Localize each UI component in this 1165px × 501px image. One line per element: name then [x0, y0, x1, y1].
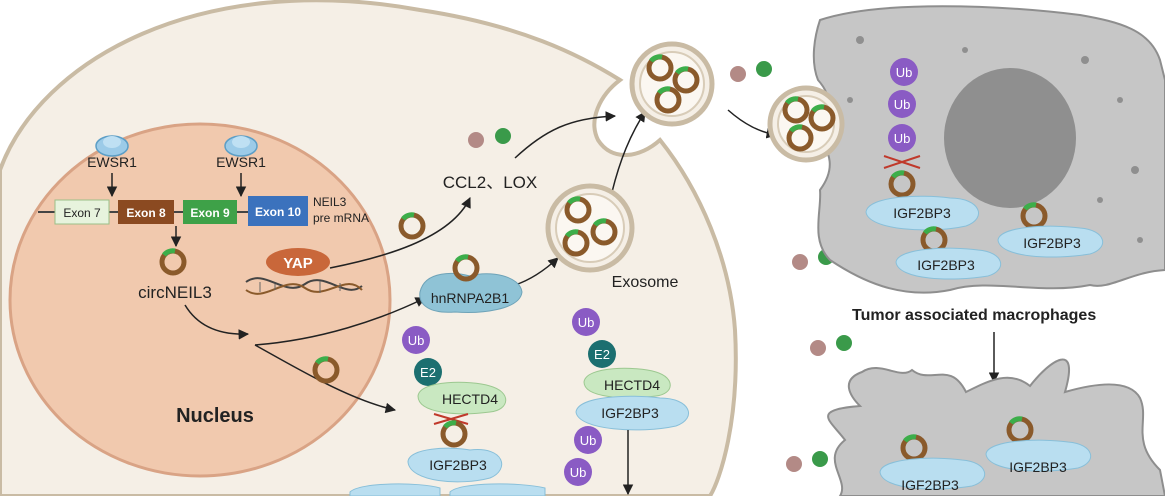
igf2bp3-label: IGF2BP3 [601, 405, 659, 421]
ub-label: Ub [580, 433, 597, 448]
circneil3-label: circNEIL3 [138, 283, 212, 302]
hectd4-label: HECTD4 [604, 377, 660, 393]
e2-label: E2 [594, 347, 610, 362]
igf2bp3-protein [407, 447, 503, 483]
exon8-box [118, 200, 174, 224]
igf2bp3-protein [865, 195, 979, 231]
ub-label: Ub [896, 65, 913, 80]
macrophage-nucleus [944, 68, 1076, 208]
ub-bead [402, 326, 430, 354]
exosome-label: Exosome [612, 274, 679, 291]
igf2bp3-protein-partial [349, 483, 441, 497]
exon10-box [248, 196, 308, 226]
nucleus-label: Nucleus [176, 405, 254, 427]
ub-label: Ub [894, 131, 911, 146]
ub-label: Ub [894, 97, 911, 112]
igf2bp3-protein [997, 225, 1104, 258]
igf2bp3-protein-partial [449, 483, 546, 497]
inhibition-x [883, 155, 921, 169]
cytokine-dot [495, 128, 511, 144]
igf2bp3-label: IGF2BP3 [1023, 235, 1081, 251]
igf2bp3-label: IGF2BP3 [1009, 459, 1067, 475]
arrow-circ-out [184, 304, 250, 340]
igf2bp3-label: IGF2BP3 [917, 257, 975, 273]
ewsr1-label-left: EWSR1 [87, 154, 137, 170]
activated-macrophage-cell [827, 358, 1165, 497]
ewsr1-label-right: EWSR1 [216, 154, 266, 170]
arrow-yap-to-ccl2 [329, 197, 471, 269]
tam-label: Tumor associated macrophages [852, 307, 1096, 324]
yap-protein [266, 248, 330, 276]
exon8-label: Exon 8 [126, 206, 166, 220]
cytokine-dot [468, 132, 484, 148]
neil3-label-line1: NEIL3 [313, 195, 347, 209]
arrow-to-hnrnpa2b1 [254, 297, 426, 346]
cytokine-dot [792, 254, 808, 270]
ewsr1-right: EWSR1 [216, 135, 266, 198]
arrow-hnrnp-to-exosome [514, 257, 559, 286]
hectd4-label: HECTD4 [442, 391, 498, 407]
cytokine-dot [730, 66, 746, 82]
inhibition-x [433, 413, 469, 425]
cytokine-dot [836, 335, 852, 351]
e2-bead [414, 358, 442, 386]
ub-label: Ub [570, 465, 587, 480]
hectd4-protein [417, 381, 507, 415]
hectd4-protein [583, 367, 671, 399]
macrophage-granules [847, 36, 1143, 243]
igf2bp3-label: IGF2BP3 [893, 205, 951, 221]
exon10-label: Exon 10 [255, 205, 301, 219]
ewsr1-left: EWSR1 [87, 135, 137, 198]
ewsr1-protein-icon [232, 136, 250, 148]
ub-bead [890, 58, 918, 86]
igf2bp3-label: IGF2BP3 [429, 457, 487, 473]
cytokine-dot [812, 451, 828, 467]
arrow-exosome-to-membrane [611, 111, 646, 193]
ub-bead [574, 426, 602, 454]
igf2bp3-protein [895, 247, 1002, 280]
ccl2-lox-label: CCL2、LOX [443, 173, 537, 192]
e2-label: E2 [420, 365, 436, 380]
ub-label: Ub [578, 315, 595, 330]
ewsr1-protein-icon [103, 136, 121, 148]
ub-bead [888, 90, 916, 118]
neil3-label-line2: pre mRNA [313, 211, 369, 225]
exon7-label: Exon 7 [63, 206, 101, 220]
ub-bead [888, 124, 916, 152]
e2-bead [588, 340, 616, 368]
igf2bp3-protein [985, 439, 1092, 472]
cytokine-dot [756, 61, 772, 77]
ub-bead [572, 308, 600, 336]
cytokine-dot [810, 340, 826, 356]
yap-label: YAP [283, 255, 312, 272]
exon9-box [183, 200, 237, 224]
hnrnpa2b1-label: hnRNPA2B1 [431, 290, 510, 306]
cytokine-dot [786, 456, 802, 472]
ub-label: Ub [408, 333, 425, 348]
exon9-label: Exon 9 [190, 206, 230, 220]
dna-helix [245, 277, 363, 295]
arrow-ccl2-to-membrane [514, 111, 617, 159]
igf2bp3-protein [879, 457, 986, 490]
exon7-box [54, 199, 110, 225]
ub-bead [564, 458, 592, 486]
igf2bp3-label: IGF2BP3 [901, 477, 959, 493]
igf2bp3-protein [575, 395, 689, 431]
